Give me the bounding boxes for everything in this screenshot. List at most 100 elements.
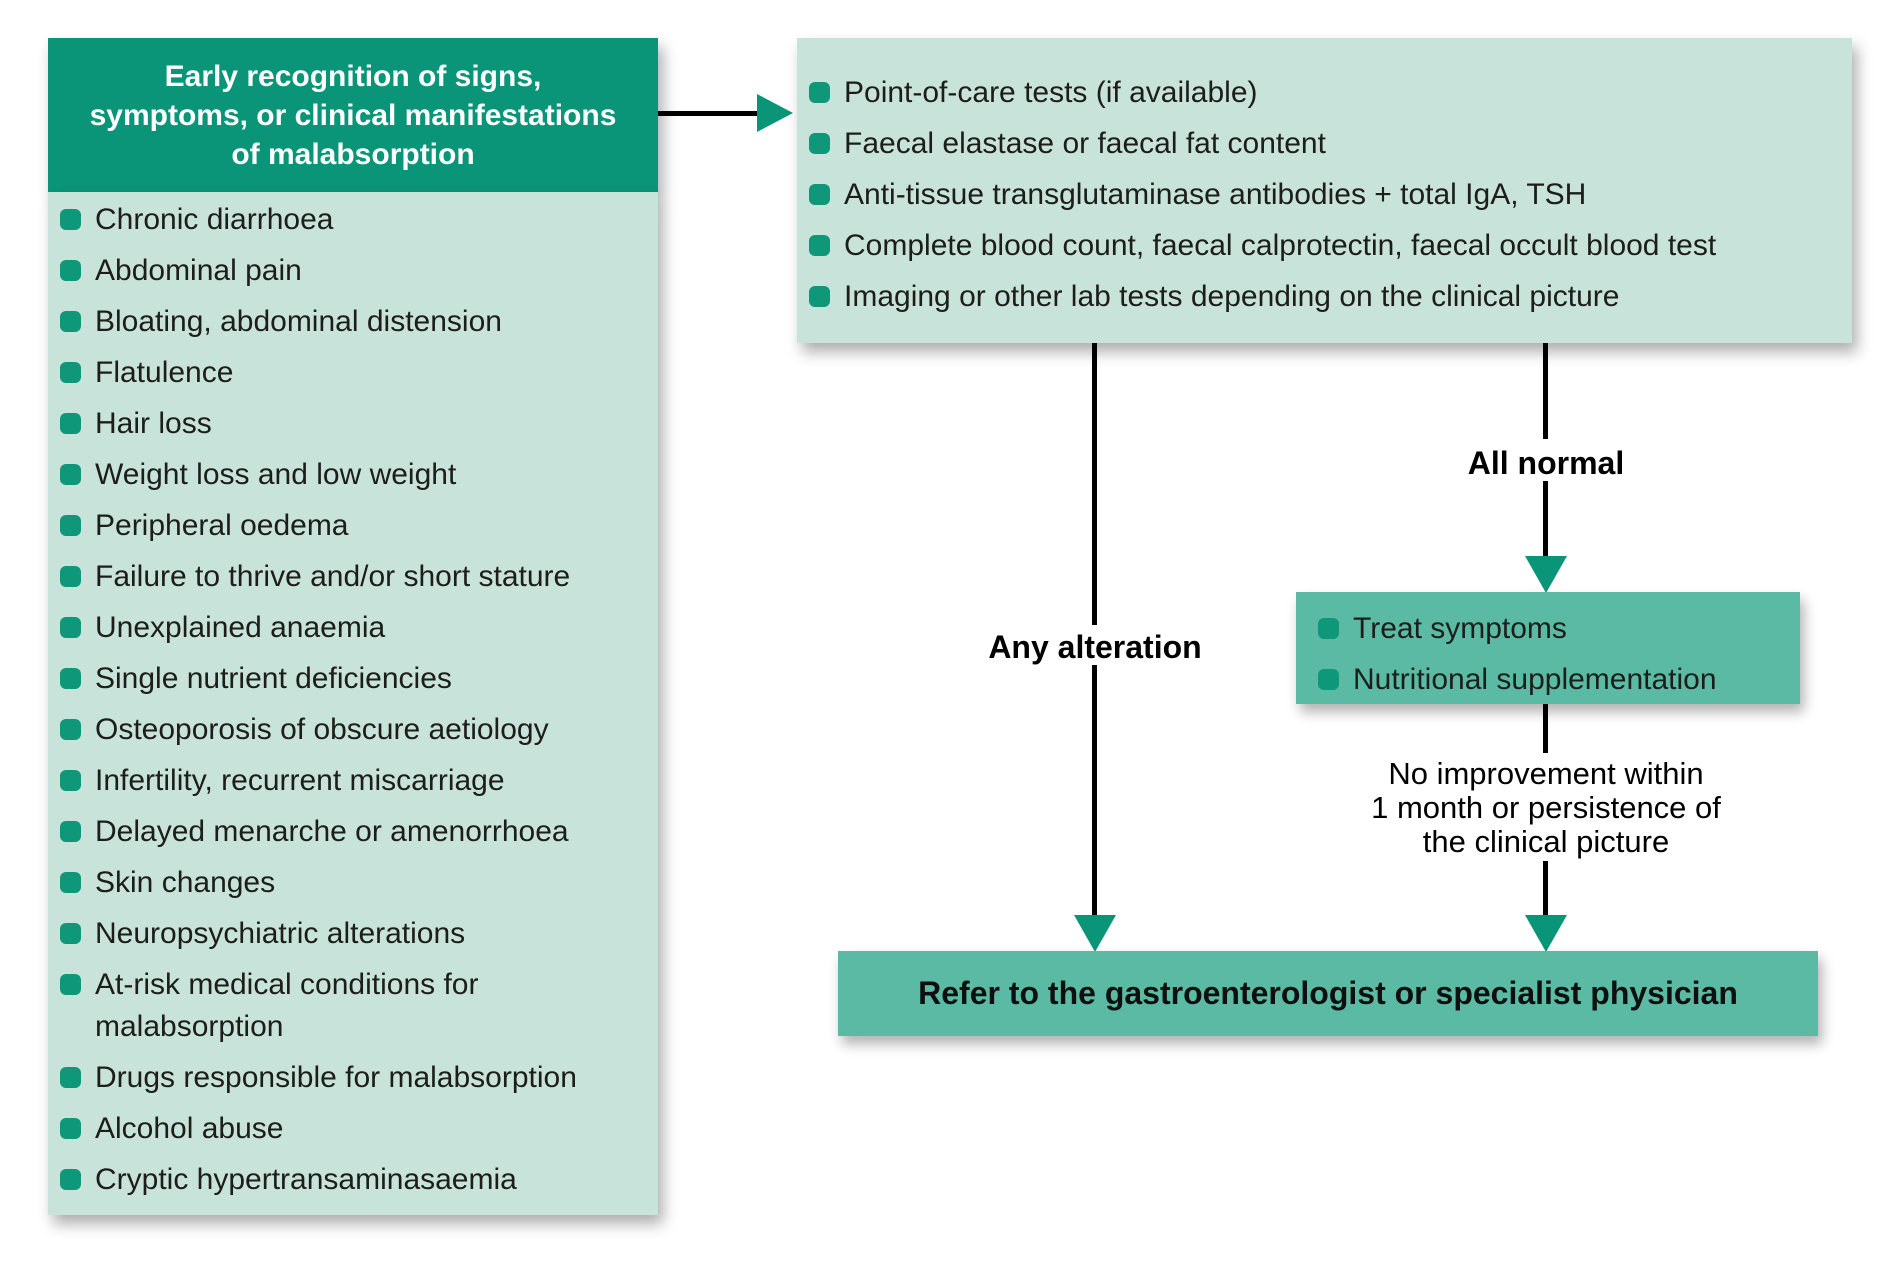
- symptom-label: Delayed menarche or amenorrhoea: [95, 815, 569, 848]
- all-normal-line-upper: [1543, 343, 1548, 439]
- note-line-2: 1 month or persistence of: [1371, 790, 1721, 825]
- header-line-1: Early recognition of signs,: [164, 59, 542, 93]
- any-alteration-label: Any alteration: [988, 629, 1202, 665]
- test-label: Imaging or other lab tests depending on …: [844, 280, 1620, 313]
- square-bullet-icon: [60, 719, 81, 740]
- treatment-label: Treat symptoms: [1353, 612, 1567, 645]
- test-label: Anti-tissue transglutaminase antibodies …: [844, 178, 1587, 211]
- symptom-list-item: Peripheral oedema: [60, 505, 652, 547]
- symptom-label: Chronic diarrhoea: [95, 203, 334, 236]
- refer-label: Refer to the gastroenterologist or speci…: [918, 975, 1738, 1011]
- refer-box: Refer to the gastroenterologist or speci…: [838, 951, 1818, 1036]
- symptom-list-item: Unexplained anaemia: [60, 607, 652, 649]
- symptom-label: Alcohol abuse: [95, 1112, 284, 1145]
- treatment-list-item: Nutritional supplementation: [1318, 659, 1790, 701]
- early-recognition-header: Early recognition of signs, symptoms, or…: [48, 38, 658, 192]
- any-alteration-line-lower: [1092, 665, 1097, 915]
- symptom-label: Weight loss and low weight: [95, 458, 457, 491]
- arrow-down-icon: [1525, 556, 1567, 593]
- symptom-list-item: Single nutrient deficiencies: [60, 658, 652, 700]
- square-bullet-icon: [60, 413, 81, 434]
- test-list-item: Anti-tissue transglutaminase antibodies …: [809, 174, 1842, 216]
- all-normal-line-lower: [1543, 481, 1548, 557]
- treatment-list-item: Treat symptoms: [1318, 608, 1790, 650]
- square-bullet-icon: [1318, 618, 1339, 639]
- symptom-label: Bloating, abdominal distension: [95, 305, 502, 338]
- symptom-label: Unexplained anaemia: [95, 611, 386, 644]
- test-list-item: Complete blood count, faecal calprotecti…: [809, 225, 1842, 267]
- symptom-label: Peripheral oedema: [95, 509, 349, 542]
- symptom-list-item: Alcohol abuse: [60, 1108, 652, 1150]
- square-bullet-icon: [60, 515, 81, 536]
- symptom-list-item: Cryptic hypertransaminasaemia: [60, 1159, 652, 1201]
- symptom-label: Hair loss: [95, 407, 212, 440]
- symptom-list-item: Hair loss: [60, 403, 652, 445]
- square-bullet-icon: [60, 974, 81, 995]
- symptom-label: Abdominal pain: [95, 254, 302, 287]
- all-normal-label: All normal: [1467, 445, 1625, 481]
- test-list-item: Point-of-care tests (if available): [809, 72, 1842, 114]
- symptom-list-item: Weight loss and low weight: [60, 454, 652, 496]
- square-bullet-icon: [60, 311, 81, 332]
- header-to-tests-arrow-line: [658, 111, 758, 116]
- header-line-3: of malabsorption: [231, 137, 475, 171]
- square-bullet-icon: [809, 82, 830, 103]
- square-bullet-icon: [809, 133, 830, 154]
- symptom-label: Infertility, recurrent miscarriage: [95, 764, 505, 797]
- test-label: Complete blood count, faecal calprotecti…: [844, 229, 1717, 262]
- square-bullet-icon: [60, 617, 81, 638]
- square-bullet-icon: [60, 566, 81, 587]
- treatment-label: Nutritional supplementation: [1353, 663, 1717, 696]
- note-line-1: No improvement within: [1388, 756, 1704, 791]
- test-label: Point-of-care tests (if available): [844, 76, 1258, 109]
- square-bullet-icon: [60, 821, 81, 842]
- symptom-list-item: Drugs responsible for malabsorption: [60, 1057, 652, 1099]
- symptom-label: Neuropsychiatric alterations: [95, 917, 466, 950]
- symptom-list-item: At-risk medical conditions for malabsorp…: [60, 964, 652, 1048]
- symptom-label: Cryptic hypertransaminasaemia: [95, 1163, 517, 1196]
- no-improvement-line-lower: [1543, 861, 1548, 915]
- header-line-2: symptoms, or clinical manifestations: [89, 98, 617, 132]
- symptom-label: Skin changes: [95, 866, 276, 899]
- arrow-down-icon: [1074, 915, 1116, 952]
- test-list-item: Imaging or other lab tests depending on …: [809, 276, 1842, 318]
- square-bullet-icon: [60, 668, 81, 689]
- symptom-list-item: Flatulence: [60, 352, 652, 394]
- symptom-list-item: Skin changes: [60, 862, 652, 904]
- square-bullet-icon: [60, 1067, 81, 1088]
- symptom-label: Drugs responsible for malabsorption: [95, 1061, 577, 1094]
- square-bullet-icon: [60, 260, 81, 281]
- no-improvement-line-upper: [1543, 704, 1548, 753]
- treatment-box: Treat symptoms Nutritional supplementati…: [1296, 592, 1800, 704]
- square-bullet-icon: [60, 923, 81, 944]
- symptom-label: Failure to thrive and/or short stature: [95, 560, 571, 593]
- any-alteration-line-upper: [1092, 343, 1097, 625]
- square-bullet-icon: [60, 770, 81, 791]
- symptom-list-item: Failure to thrive and/or short stature: [60, 556, 652, 598]
- arrow-down-icon: [1525, 915, 1567, 952]
- square-bullet-icon: [60, 1169, 81, 1190]
- symptom-list-panel: Chronic diarrhoea Abdominal pain Bloatin…: [48, 192, 658, 1215]
- note-line-3: the clinical picture: [1422, 824, 1670, 859]
- square-bullet-icon: [60, 1118, 81, 1139]
- symptom-list-item: Neuropsychiatric alterations: [60, 913, 652, 955]
- square-bullet-icon: [809, 235, 830, 256]
- square-bullet-icon: [60, 209, 81, 230]
- symptom-label: Single nutrient deficiencies: [95, 662, 452, 695]
- square-bullet-icon: [60, 362, 81, 383]
- tests-panel: Point-of-care tests (if available) Faeca…: [797, 38, 1852, 343]
- symptom-list-item: Osteoporosis of obscure aetiology: [60, 709, 652, 751]
- square-bullet-icon: [60, 464, 81, 485]
- symptom-list-item: Delayed menarche or amenorrhoea: [60, 811, 652, 853]
- test-label: Faecal elastase or faecal fat content: [844, 127, 1326, 160]
- square-bullet-icon: [809, 184, 830, 205]
- square-bullet-icon: [1318, 669, 1339, 690]
- symptom-list-item: Bloating, abdominal distension: [60, 301, 652, 343]
- arrow-right-icon: [757, 94, 793, 132]
- symptom-list-item: Infertility, recurrent miscarriage: [60, 760, 652, 802]
- symptom-list-item: Chronic diarrhoea: [60, 199, 652, 241]
- no-improvement-note: No improvement within 1 month or persist…: [1346, 757, 1746, 859]
- square-bullet-icon: [60, 872, 81, 893]
- symptom-label: At-risk medical conditions for malabsorp…: [95, 968, 479, 1043]
